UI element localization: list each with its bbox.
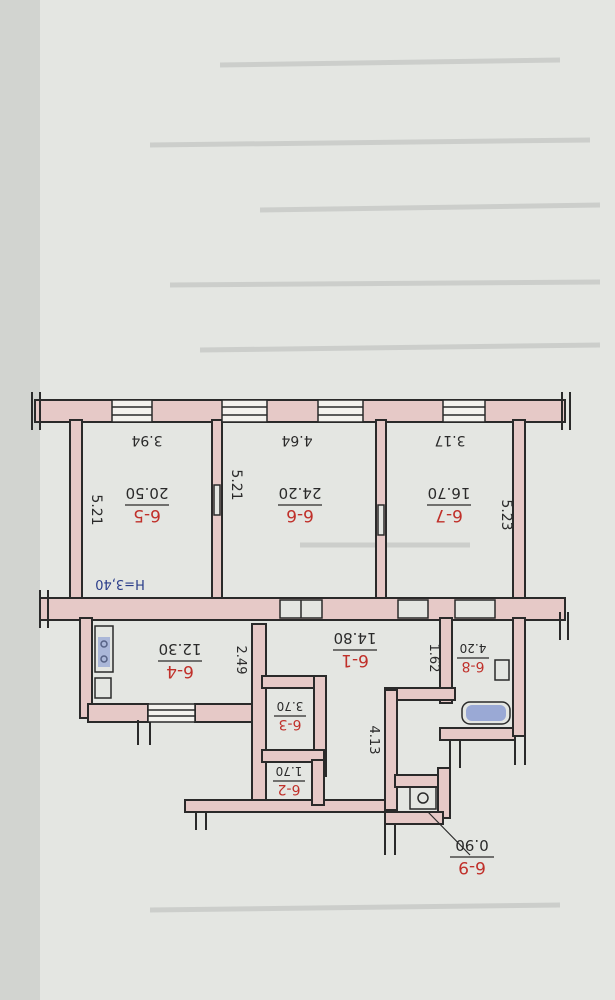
window-room-4	[147, 703, 196, 723]
room-code: 6-6	[286, 505, 314, 525]
room-code: 6-9	[458, 857, 486, 877]
wall-top	[34, 399, 566, 423]
room-area: 3.70	[277, 699, 304, 713]
wall-1-right	[439, 617, 453, 704]
dim-room7-width: 3.17	[434, 432, 465, 448]
dim-room7-depth: 5.23	[498, 499, 514, 530]
room-code: 6-8	[462, 658, 485, 674]
bathtub-icon	[461, 701, 511, 725]
room-6-2: 6-2 1.70	[273, 764, 305, 797]
wall-4-1	[251, 623, 267, 805]
room-6-1: 6-1 14.80	[333, 629, 377, 670]
room-6-3: 6-3 3.70	[274, 699, 306, 732]
room-area: 12.30	[159, 640, 202, 658]
labels: 6-5 20.50 6-6 24.20 6-7 16.70 6-4 12.30 …	[88, 432, 514, 877]
wall-bath-bottom	[439, 727, 516, 741]
room-6-9: 6-9 0.90	[450, 836, 494, 877]
dim-room6-depth: 5.21	[228, 469, 244, 500]
bathtub-fill	[466, 705, 506, 721]
room-area: 14.80	[334, 629, 377, 647]
wall-4-bottom-right	[194, 703, 254, 723]
wall-left-lower	[79, 617, 93, 719]
dim-room1-depth: 1.62	[426, 644, 441, 673]
wall-right-lower	[512, 617, 526, 737]
room-code: 6-3	[279, 716, 302, 732]
stove-icon	[94, 625, 114, 673]
room-6-5: 6-5 20.50	[125, 484, 169, 525]
wall-4-bottom	[87, 703, 149, 723]
room-6-7: 6-7 16.70	[427, 484, 471, 525]
stove-burners	[98, 637, 110, 667]
wall-wc-bottom	[384, 811, 444, 825]
room-code: 6-2	[278, 781, 301, 797]
wall-bottom	[184, 799, 386, 813]
room-code: 6-5	[133, 505, 161, 525]
dim-room6-width: 4.64	[281, 432, 312, 448]
room-area: 24.20	[279, 484, 322, 502]
dim-room5-width: 3.94	[131, 432, 162, 448]
dim-corridor-length: 4.13	[366, 726, 381, 755]
wall-end-ticks	[31, 392, 571, 855]
wall-left	[69, 419, 83, 599]
room-area: 16.70	[428, 484, 471, 502]
room-6-4: 6-4 12.30	[158, 640, 202, 681]
room-area: 4.20	[460, 641, 487, 655]
door-openings	[213, 484, 496, 619]
room-code: 6-4	[166, 661, 194, 681]
window-room-6b	[317, 399, 364, 423]
dim-room4-depth: 2.49	[233, 646, 248, 675]
fixtures	[94, 625, 511, 810]
leader-line-9	[427, 811, 471, 856]
room-code: 6-7	[435, 505, 463, 525]
window-room-7	[442, 399, 486, 423]
height-note: H=3,40	[95, 576, 145, 591]
room-6-6: 6-6 24.20	[278, 484, 322, 525]
windows	[111, 399, 486, 723]
window-room-5	[111, 399, 153, 423]
room-6-8: 6-8 4.20	[457, 641, 489, 674]
room-area: 0.90	[455, 836, 488, 854]
room-area: 20.50	[126, 484, 169, 502]
wall-wc-right	[437, 767, 451, 819]
wall-2-right	[311, 759, 325, 806]
wall-bath-left	[384, 689, 398, 811]
window-room-6a	[221, 399, 268, 423]
wall-wc	[394, 774, 441, 788]
toilet-icon	[409, 786, 437, 810]
wall-3-2	[261, 749, 325, 763]
washbasin-icon	[494, 659, 510, 681]
room-code: 6-1	[341, 650, 369, 670]
walls	[34, 399, 566, 825]
sink-icon	[94, 677, 112, 699]
dim-room5-depth: 5.21	[88, 494, 104, 525]
paper-shade	[0, 0, 40, 1000]
room-area: 1.70	[276, 764, 303, 778]
